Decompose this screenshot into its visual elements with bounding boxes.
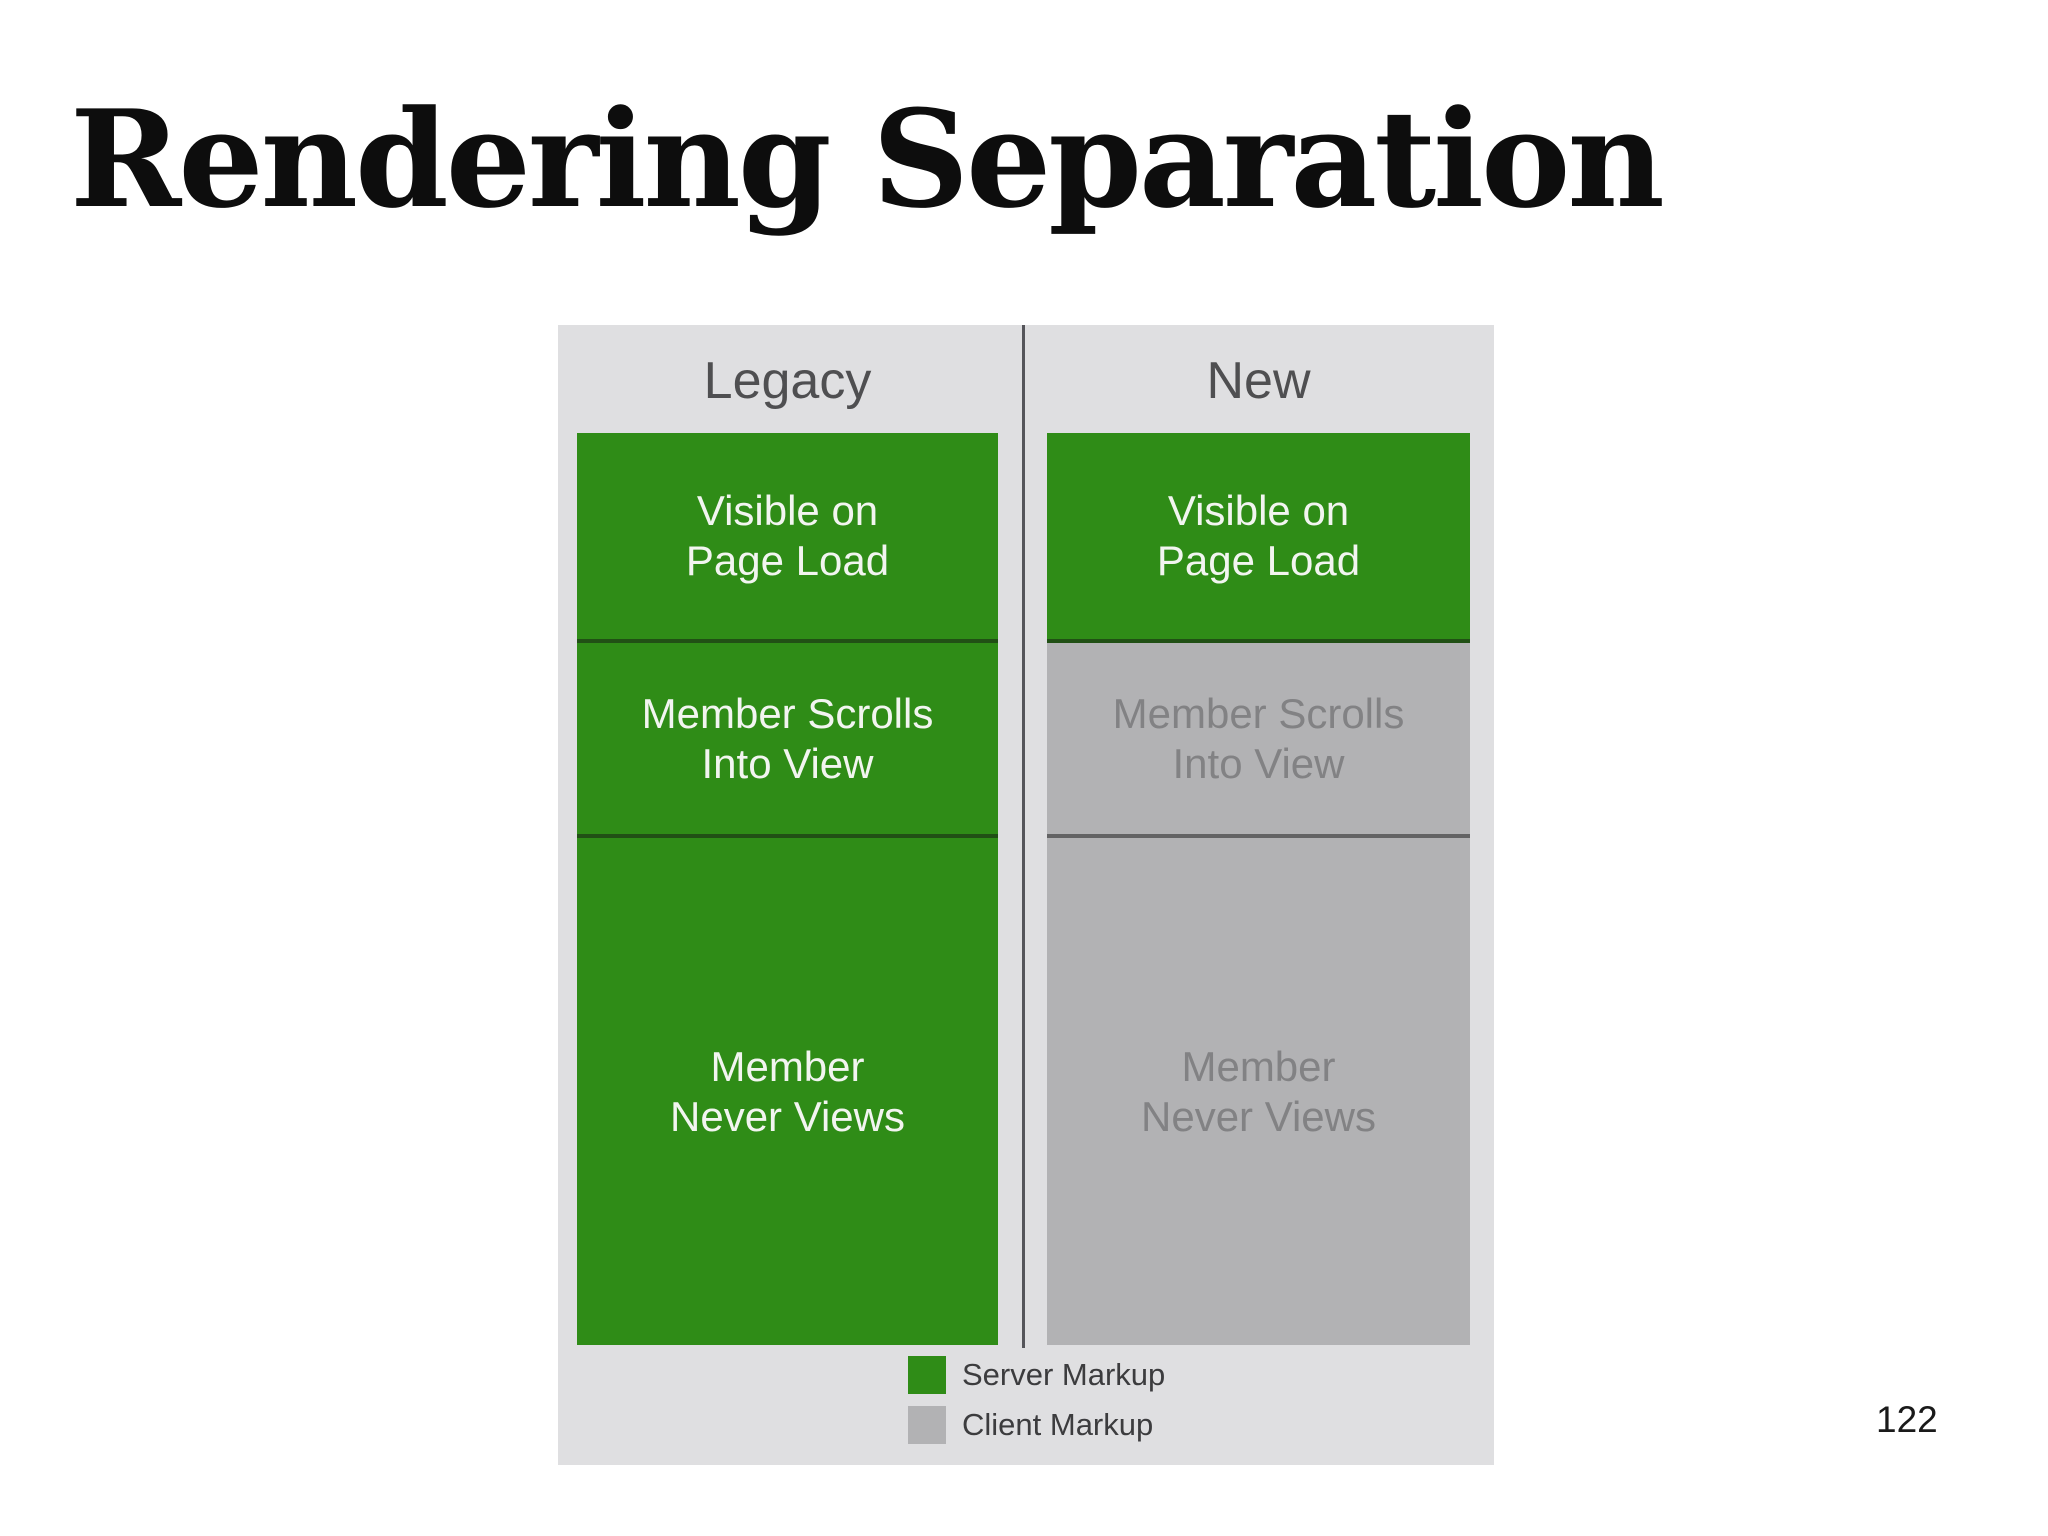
block-label-line: Never Views: [670, 1092, 905, 1140]
legacy-visible-on-page-load-block: Visible on Page Load: [577, 433, 998, 643]
legacy-member-never-views-block: Member Never Views: [577, 838, 998, 1345]
legend-label: Server Markup: [962, 1357, 1166, 1392]
legend-label: Client Markup: [962, 1407, 1154, 1442]
page-number: 122: [1876, 1399, 1938, 1440]
legacy-column: Visible on Page Load Member Scrolls Into…: [577, 433, 998, 1345]
block-label-line: Visible on: [696, 487, 879, 534]
new-column: Visible on Page Load Member Scrolls Into…: [1047, 433, 1470, 1345]
block-label-line: Member: [710, 1042, 865, 1090]
block-label-line: Page Load: [1156, 537, 1361, 584]
new-column-header: New: [1206, 352, 1311, 410]
block-label-line: Into View: [701, 739, 874, 787]
server-markup-swatch-icon: [908, 1356, 946, 1394]
legend-row-client-markup: Client Markup: [908, 1406, 1165, 1444]
new-member-never-views-block: Member Never Views: [1047, 838, 1470, 1345]
block-label-line: Member Scrolls: [1112, 689, 1405, 737]
block-label-line: Into View: [1172, 739, 1345, 787]
legend: Server Markup Client Markup: [908, 1356, 1165, 1456]
block-label-line: Page Load: [685, 537, 890, 584]
new-visible-on-page-load-block: Visible on Page Load: [1047, 433, 1470, 643]
column-divider: [1022, 325, 1025, 1348]
legend-row-server-markup: Server Markup: [908, 1356, 1165, 1394]
rendering-separation-diagram: Legacy New Visible on Page Load Member S…: [558, 325, 1494, 1465]
new-member-scrolls-block: Member Scrolls Into View: [1047, 643, 1470, 838]
legacy-member-scrolls-block: Member Scrolls Into View: [577, 643, 998, 838]
block-label-line: Never Views: [1141, 1092, 1376, 1140]
client-markup-swatch-icon: [908, 1406, 946, 1444]
block-label-line: Member: [1181, 1042, 1336, 1090]
block-label-line: Visible on: [1167, 487, 1350, 534]
legacy-column-header: Legacy: [703, 352, 872, 410]
block-label-line: Member Scrolls: [641, 689, 934, 737]
slide-title: Rendering Separation: [70, 80, 1665, 238]
